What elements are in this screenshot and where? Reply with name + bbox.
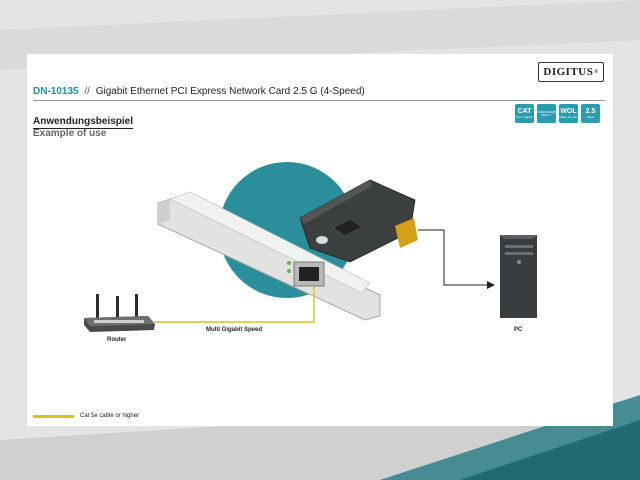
section-title-en: Example of use — [33, 128, 107, 139]
header-rule — [33, 100, 605, 101]
section-title-de: Anwendungsbeispiel — [33, 116, 134, 129]
network-card-image — [157, 179, 418, 321]
legend-swatch — [33, 414, 74, 418]
pc-image — [500, 235, 537, 318]
router-label: Router — [107, 337, 127, 343]
digitus-logo: DIGITUS® — [538, 62, 604, 82]
legend: Cat 5e cable or higher — [33, 413, 139, 419]
router-image — [84, 294, 155, 332]
link-label: Multi Gigabit Speed — [206, 327, 263, 333]
product-name: Gigabit Ethernet PCI Express Network Car… — [95, 86, 365, 97]
badge-base-t: 10/100/1000/2500 Base-T — [534, 104, 559, 123]
product-code: DN-10135 — [33, 86, 79, 97]
header-separator: // — [84, 86, 90, 97]
cable-line — [155, 286, 315, 323]
pc-label: PC — [514, 327, 523, 333]
arrow-head — [487, 281, 495, 289]
legend-text: Cat 5e cable or higher — [80, 413, 140, 419]
arrow-line — [418, 229, 488, 286]
product-header: DN-10135 // Gigabit Ethernet PCI Express… — [33, 86, 605, 100]
